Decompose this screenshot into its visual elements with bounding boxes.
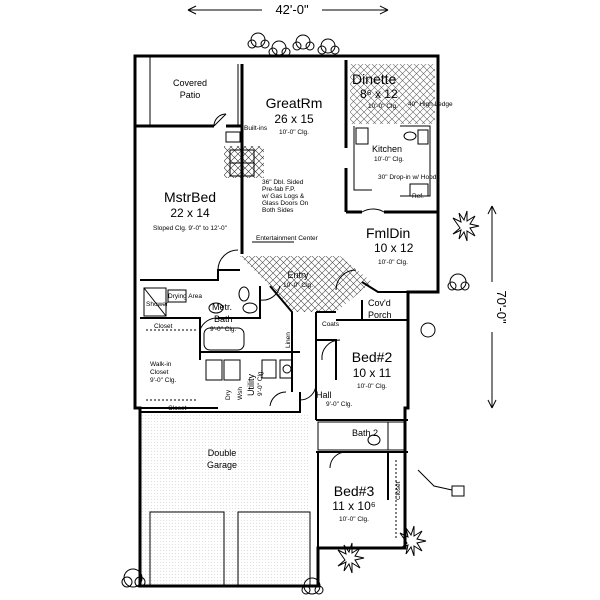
metr-bath-ceiling: 9'-0" Clg. bbox=[210, 326, 237, 333]
utility-washer: Wsh bbox=[237, 387, 244, 400]
shrub-icon bbox=[317, 38, 340, 55]
walkin-closet-name-line2: Closet bbox=[150, 369, 169, 376]
covd-porch-name-line1: Cov'd bbox=[368, 298, 391, 308]
shrub-icon bbox=[447, 273, 470, 291]
entry-ceiling: 10'-0" Clg. bbox=[283, 282, 313, 289]
hall-name: Hall bbox=[316, 390, 332, 400]
garage-name-line2: Garage bbox=[207, 460, 237, 470]
dinette-ceiling: 10'-0" Clg. bbox=[368, 103, 398, 110]
overall-width-label: 42'-0" bbox=[275, 2, 309, 17]
room-covered-patio: Covered Patio bbox=[173, 78, 207, 100]
builtins-label: Built-ins bbox=[244, 125, 268, 132]
closet-label-lower: Closet bbox=[168, 405, 187, 412]
room-metr-bath: Metr. Bath 9'-0" Clg. bbox=[210, 302, 237, 333]
covered-patio-name-line1: Covered bbox=[173, 78, 207, 88]
fireplace-note: 36" Dbl. Sided Pre-fab F.P. w/ Gas Logs … bbox=[261, 179, 310, 214]
garage-floor-texture bbox=[140, 414, 310, 584]
shrub-icon bbox=[268, 40, 291, 57]
metr-bath-name-line1: Metr. bbox=[212, 302, 232, 312]
entry-name: Entry bbox=[287, 270, 309, 280]
mstrbed-dims: 22 x 14 bbox=[170, 206, 210, 220]
room-mstrbed: MstrBed 22 x 14 Sloped Clg. 9'-0" to 12'… bbox=[153, 189, 228, 232]
dinette-name: Dinette bbox=[352, 71, 397, 87]
width-dimension: 42'-0" bbox=[187, 1, 389, 17]
dinette-floor bbox=[350, 64, 435, 124]
fireplace-hearth bbox=[224, 146, 264, 178]
fixtures bbox=[143, 125, 465, 587]
room-walkin-closet: Walk-in Closet 9'-0" Clg. bbox=[150, 361, 177, 384]
bed2-dims: 10 x 11 bbox=[353, 366, 392, 380]
walkin-closet-name-line1: Walk-in bbox=[150, 361, 172, 368]
covered-patio-name-line2: Patio bbox=[180, 90, 201, 100]
bath2-name: Bath 2 bbox=[352, 428, 378, 438]
room-entry: Entry 10'-0" Clg. bbox=[283, 270, 313, 289]
closet-label-upper: Closet bbox=[154, 323, 173, 330]
room-hall: Hall 9'-0" Clg. bbox=[316, 390, 353, 408]
fmldin-name: FmlDin bbox=[366, 225, 410, 241]
utility-name: Utility bbox=[246, 374, 256, 396]
kitchen-ceiling: 10'-0" Clg. bbox=[374, 156, 404, 163]
shrub-icon bbox=[292, 34, 315, 51]
dinette-ledge-note: 40" High Ledge bbox=[408, 101, 453, 108]
mstrbed-ceiling: Sloped Clg. 9'-0" to 12'-0" bbox=[153, 225, 228, 232]
entry-floor bbox=[240, 256, 372, 312]
utility-ceiling: 9'-0" Clg. bbox=[257, 369, 264, 396]
room-dinette: Dinette 8⁶ x 12 10'-0" Clg. 40" High Led… bbox=[352, 71, 453, 110]
spiky-plant-icon bbox=[452, 210, 480, 242]
room-bed2: Bed#2 10 x 11 10'-0" Clg. bbox=[352, 349, 393, 390]
overall-depth-label: 70'-0" bbox=[494, 290, 509, 324]
entertainment-label: Entertainment Center bbox=[256, 235, 319, 242]
fmldin-ceiling: 10'-0" Clg. bbox=[378, 259, 408, 266]
shower-label: Shower bbox=[146, 301, 169, 308]
kitchen-cooktop: 30" Drop-in w/ Hood bbox=[378, 174, 437, 181]
room-garage: Double Garage bbox=[207, 448, 237, 470]
bed3-dims: 11 x 10⁶ bbox=[332, 499, 375, 513]
bed3-ceiling: 10'-0" Clg. bbox=[339, 516, 369, 523]
coats-label: Coats bbox=[322, 321, 340, 328]
shrub-icon bbox=[420, 322, 436, 338]
interior-walls bbox=[140, 269, 408, 548]
bed3-name: Bed#3 bbox=[334, 483, 375, 499]
room-covd-porch: Cov'd Porch bbox=[368, 298, 392, 320]
kitchen-ref: Ref. bbox=[412, 193, 424, 200]
greatrm-dims: 26 x 15 bbox=[274, 112, 314, 126]
metr-bath-name-line2: Bath bbox=[214, 314, 233, 324]
closet-label-bed3: Closet bbox=[395, 481, 402, 500]
greatrm-ceiling: 10'-0" Clg. bbox=[279, 129, 309, 136]
bed2-name: Bed#2 bbox=[352, 349, 393, 365]
greatrm-name: GreatRm bbox=[266, 95, 323, 111]
dinette-dims: 8⁶ x 12 bbox=[360, 87, 398, 101]
shrub-icon bbox=[247, 32, 270, 49]
spiky-plant-icon bbox=[399, 525, 427, 557]
room-utility: Utility 9'-0" Clg. Dry Wsh bbox=[225, 369, 264, 400]
mstrbed-name: MstrBed bbox=[164, 189, 216, 205]
hall-ceiling: 9'-0" Clg. bbox=[326, 401, 353, 408]
garage-name-line1: Double bbox=[208, 448, 237, 458]
linen-label: Linen bbox=[285, 332, 292, 348]
room-bed3: Bed#3 11 x 10⁶ 10'-0" Clg. bbox=[332, 483, 375, 523]
depth-dimension: 70'-0" bbox=[484, 205, 509, 409]
bed2-ceiling: 10'-0" Clg. bbox=[357, 383, 387, 390]
spiky-plant-icon bbox=[337, 542, 365, 574]
drying-area-label: Drying Area bbox=[168, 293, 202, 300]
fmldin-dims: 10 x 12 bbox=[374, 241, 414, 255]
doors bbox=[199, 113, 385, 469]
room-fmldin: FmlDin 10 x 12 10'-0" Clg. bbox=[366, 225, 414, 266]
covd-porch-name-line2: Porch bbox=[368, 310, 392, 320]
utility-dryer: Dry bbox=[225, 389, 232, 400]
room-kitchen: Kitchen 10'-0" Clg. 30" Drop-in w/ Hood … bbox=[372, 144, 437, 200]
room-greatrm: GreatRm 26 x 15 10'-0" Clg. bbox=[266, 95, 323, 136]
walkin-closet-ceiling: 9'-0" Clg. bbox=[150, 377, 177, 384]
kitchen-name: Kitchen bbox=[372, 144, 402, 154]
